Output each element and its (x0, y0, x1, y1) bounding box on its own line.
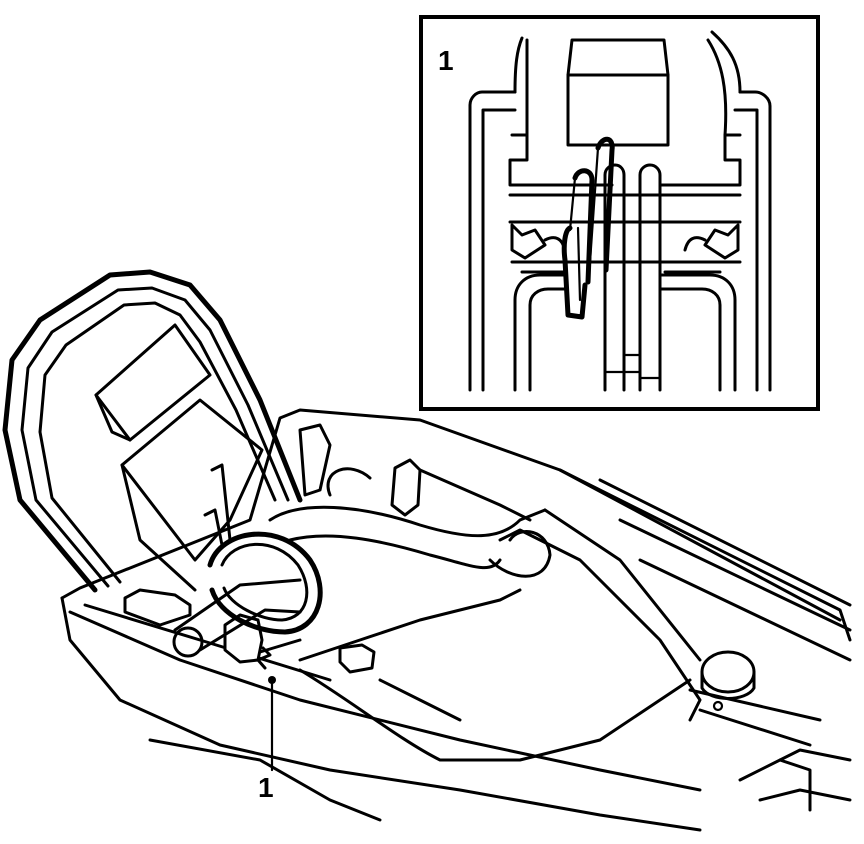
callout-label-main: 1 (258, 772, 274, 803)
center-plate (268, 467, 702, 762)
inset-frame (419, 15, 820, 411)
callout-1-main: 1 (258, 676, 276, 803)
round-knob (700, 650, 756, 712)
tilted-lid (2, 269, 303, 593)
housing-base (60, 408, 852, 832)
callout-label-inset: 1 (438, 45, 454, 76)
main-illustration: 1 (2, 269, 852, 832)
spring-clip-detail (561, 136, 615, 320)
lamp-socket (172, 463, 323, 670)
inset-detail: 1 (419, 15, 820, 411)
